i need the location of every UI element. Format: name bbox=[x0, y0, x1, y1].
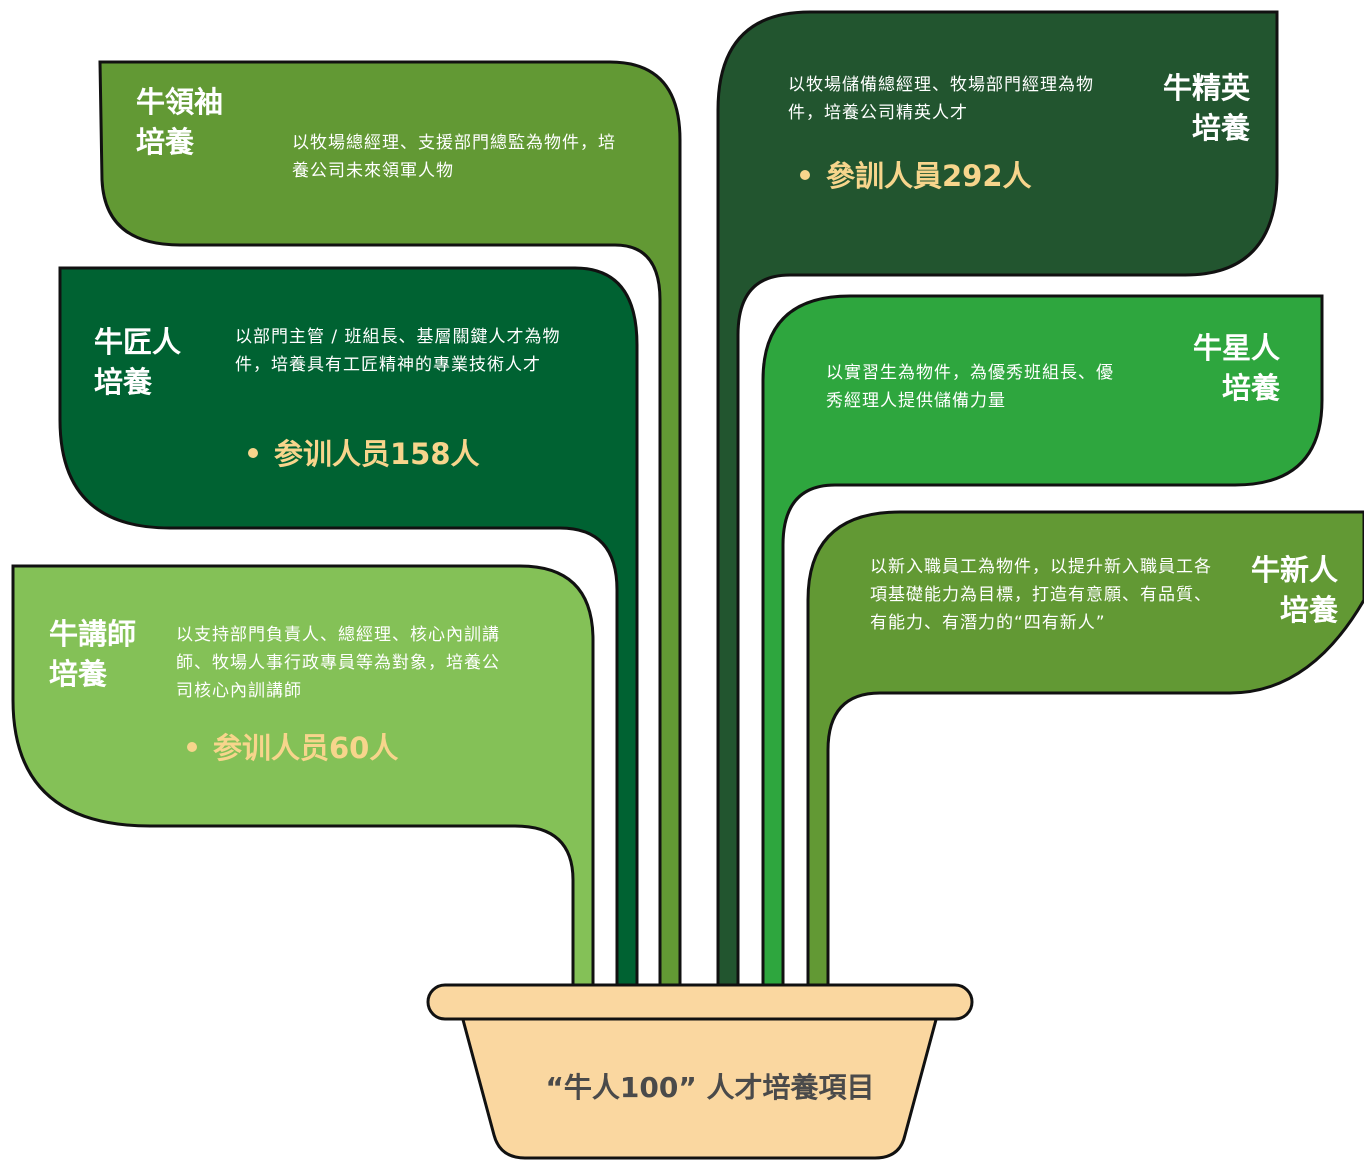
craftsman-description: 以部門主管 / 班組長、基層關鍵人才為物件，培養具有工匠精神的專業技術人才 bbox=[235, 327, 561, 375]
star-description: 以實習生為物件，為優秀班組長、優秀經理人提供儲備力量 bbox=[826, 363, 1114, 411]
craftsman-title: 牛匠人 培養 bbox=[94, 322, 181, 402]
elite-title-line2: 培養 bbox=[1191, 111, 1250, 145]
leader-title-line2: 培養 bbox=[136, 125, 195, 159]
elite-title: 牛精英 培養 bbox=[1158, 68, 1250, 148]
craftsman-title-line2: 培養 bbox=[94, 365, 153, 399]
elite-count: 參訓人員292人 bbox=[800, 158, 1032, 194]
leaf-newcomer bbox=[806, 510, 1364, 992]
pot-rim bbox=[426, 983, 974, 1021]
lecturer-title-line2: 培養 bbox=[49, 657, 108, 691]
craftsman-bullet bbox=[248, 448, 258, 458]
newcomer-title: 牛新人 培養 bbox=[1246, 550, 1338, 630]
leaf-lecturer bbox=[11, 564, 595, 992]
leader-title: 牛領袖 培養 bbox=[136, 82, 223, 162]
lecturer-title-line1: 牛講師 bbox=[49, 617, 137, 651]
craftsman-title-line1: 牛匠人 bbox=[94, 325, 182, 359]
elite-description: 以牧場儲備總經理、牧場部門經理為物件，培養公司精英人才 bbox=[788, 75, 1094, 123]
elite-bullet bbox=[800, 170, 810, 180]
newcomer-title-line1: 牛新人 bbox=[1250, 553, 1338, 587]
leaf-craftsman bbox=[58, 266, 639, 992]
star-title: 牛星人 培養 bbox=[1188, 328, 1280, 408]
craftsman-count-text: 参训人员158人 bbox=[274, 437, 480, 471]
lecturer-bullet bbox=[187, 742, 197, 752]
leader-description: 以牧場總經理、支援部門總監為物件，培養公司未來領軍人物 bbox=[292, 133, 616, 181]
leader-title-line1: 牛領袖 bbox=[136, 85, 224, 119]
lecturer-count-text: 参训人员60人 bbox=[213, 731, 399, 765]
lecturer-description: 以支持部門負責人、總經理、核心內訓講師、牧場人事行政專員等為對象，培養公司核心內… bbox=[176, 625, 500, 701]
lecturer-count: 参训人员60人 bbox=[187, 730, 398, 766]
leaf-star bbox=[761, 294, 1324, 992]
newcomer-description: 以新入職員工為物件，以提升新入職員工各項基礎能力為目標，打造有意願、有品質、有能… bbox=[870, 557, 1212, 633]
lecturer-title: 牛講師 培養 bbox=[49, 614, 136, 694]
star-title-line2: 培養 bbox=[1221, 371, 1280, 405]
star-title-line1: 牛星人 bbox=[1192, 331, 1280, 365]
elite-count-text: 參訓人員292人 bbox=[826, 159, 1032, 193]
craftsman-count: 参训人员158人 bbox=[248, 436, 480, 472]
leaf-leader bbox=[98, 60, 682, 992]
elite-title-line1: 牛精英 bbox=[1162, 71, 1250, 105]
newcomer-title-line2: 培養 bbox=[1279, 593, 1338, 627]
leaf-elite bbox=[716, 10, 1279, 992]
pot-body bbox=[460, 1014, 939, 1160]
pot-label: “牛人100” 人才培養項目 bbox=[545, 1071, 875, 1104]
